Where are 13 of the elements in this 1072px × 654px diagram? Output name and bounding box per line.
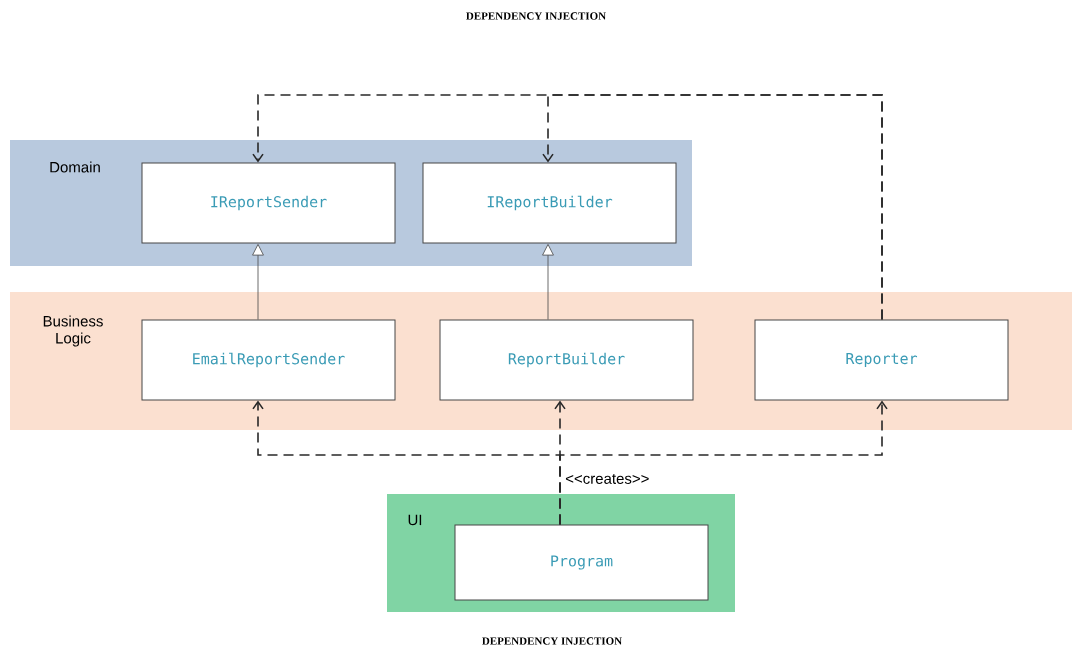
caption: DEPENDENCY INJECTION: [482, 637, 622, 645]
class-box: IReportBuilder: [422, 162, 677, 244]
class-box: ReportBuilder: [439, 319, 694, 401]
arrow: [559, 400, 888, 526]
arrow: [542, 94, 883, 321]
class-box: Reporter: [754, 319, 1009, 401]
arrow: [542, 244, 554, 320]
arrow: [252, 244, 264, 320]
class-box: EmailReportSender: [141, 319, 396, 401]
class-box: Program: [454, 524, 709, 601]
edge-label: <<creates>>: [564, 473, 651, 485]
title: DEPENDENCY INJECTION: [466, 12, 606, 20]
class-box: IReportSender: [141, 162, 396, 244]
